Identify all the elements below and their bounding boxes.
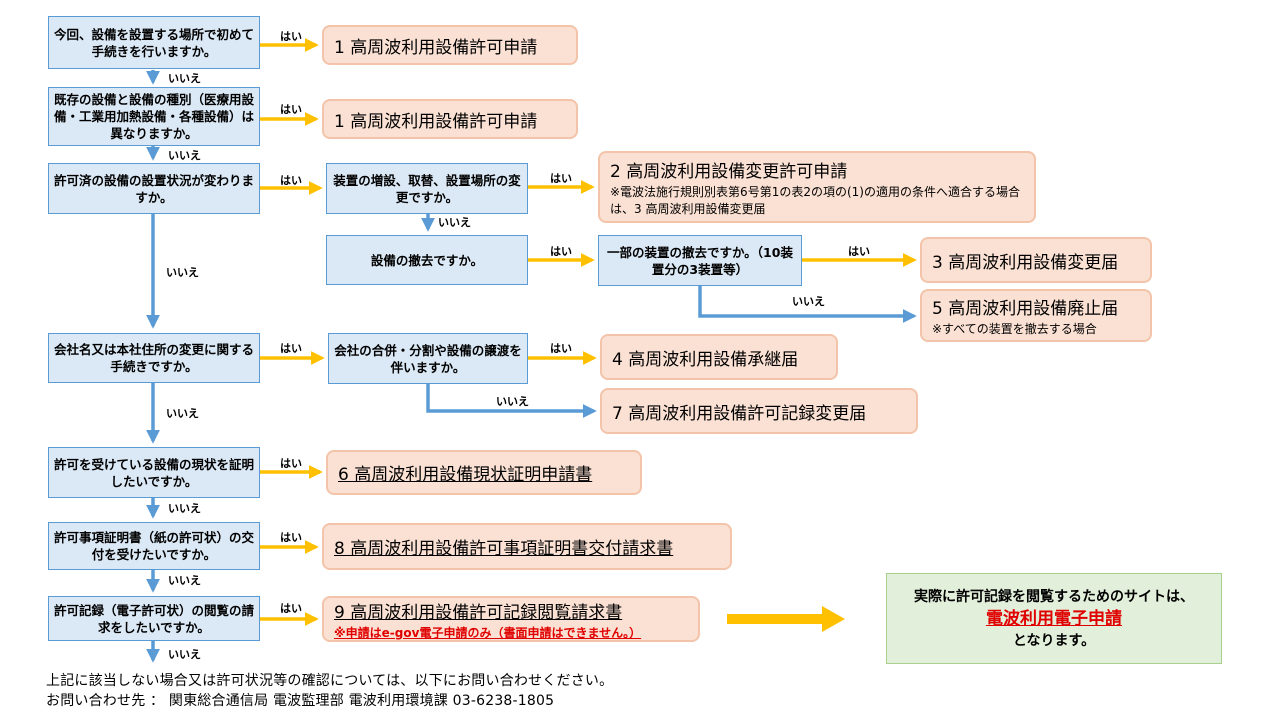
question-text: 既存の設備と設備の種別（医療用設備・工業用加熱設備・各種設備）は異なりますか。 (53, 92, 254, 141)
question-permit-certificate: 許可事項証明書（紙の許可状）の交付を受けたいですか。 (48, 522, 260, 570)
result-abolition-notification[interactable]: 5 高周波利用設備廃止届 ※すべての装置を撤去する場合 (920, 289, 1152, 342)
no-label: いいえ (792, 295, 825, 308)
result-title[interactable]: 9 高周波利用設備許可記録閲覧請求書 (334, 602, 623, 623)
result-note: ※電波法施行規則別表第6号第1の表2の項の(1)の適用の条件へ適合する場合は、3… (610, 184, 1020, 216)
yes-label: はい (550, 245, 572, 258)
question-removal: 設備の撤去ですか。 (326, 235, 528, 285)
result-certificate-issuance-request[interactable]: 8 高周波利用設備許可事項証明書交付請求書 (322, 523, 732, 570)
question-text: 今回、設備を設置する場所で初めて手続きを行いますか。 (53, 26, 254, 59)
yes-label: はい (550, 342, 572, 355)
question-equipment-type: 既存の設備と設備の種別（医療用設備・工業用加熱設備・各種設備）は異なりますか。 (48, 87, 260, 146)
no-label: いいえ (168, 72, 201, 85)
result-record-view-request[interactable]: 9 高周波利用設備許可記録閲覧請求書 ※申請はe-gov電子申請のみ（書面申請は… (322, 596, 700, 642)
no-arrow (426, 384, 597, 418)
question-text: 会社の合併・分割や設備の譲渡を伴いますか。 (334, 342, 522, 375)
question-merger-transfer: 会社の合併・分割や設備の譲渡を伴いますか。 (328, 333, 528, 384)
question-text: 装置の増設、取替、設置場所の変更ですか。 (333, 172, 521, 205)
question-text: 会社名又は本社住所の変更に関する手続きですか。 (53, 342, 254, 374)
no-label: いいえ (166, 407, 199, 420)
no-label: いいえ (168, 648, 201, 661)
result-title: 1 高周波利用設備許可申請 (334, 111, 538, 132)
final-text: 実際に許可記録を閲覧するためのサイトは、 (914, 588, 1194, 605)
yes-label: はい (280, 457, 302, 470)
no-label: いいえ (438, 216, 471, 229)
yes-label: はい (280, 602, 302, 615)
question-text: 許可を受けている設備の現状を証明したいですか。 (53, 456, 254, 489)
footer-note: 上記に該当しない場合又は許可状況等の確認については、以下にお問い合わせください。 (46, 673, 614, 689)
question-text: 設備の撤去ですか。 (370, 252, 484, 268)
result-record-change-notification[interactable]: 7 高周波利用設備許可記録変更届 (600, 388, 918, 434)
final-text: となります。 (1012, 632, 1096, 649)
question-text: 許可事項証明書（紙の許可状）の交付を受けたいですか。 (53, 530, 254, 562)
yes-label: はい (280, 30, 302, 43)
result-title[interactable]: 6 高周波利用設備現状証明申請書 (338, 465, 593, 485)
final-site-box: 実際に許可記録を閲覧するためのサイトは、 電波利用電子申請 となります。 (886, 573, 1222, 664)
result-title: 5 高周波利用設備廃止届 (932, 298, 1119, 319)
yes-label: はい (280, 103, 302, 116)
result-title: 4 高周波利用設備承継届 (612, 349, 799, 370)
question-text: 許可済の設備の設置状況が変わりますか。 (53, 172, 254, 205)
no-arrow (698, 286, 917, 323)
yes-label: はい (280, 531, 302, 544)
question-first-time: 今回、設備を設置する場所で初めて手続きを行いますか。 (48, 16, 260, 69)
question-text: 一部の装置の撤去ですか。（10装置分の3装置等） (607, 244, 793, 277)
question-add-replace-move: 装置の増設、取替、設置場所の変更ですか。 (326, 163, 528, 214)
result-note: ※すべての装置を撤去する場合 (932, 321, 1097, 336)
no-label: いいえ (166, 266, 199, 279)
question-company-change: 会社名又は本社住所の変更に関する手続きですか。 (48, 333, 260, 383)
big-right-arrow (727, 606, 845, 632)
result-title[interactable]: 8 高周波利用設備許可事項証明書交付請求書 (334, 539, 674, 559)
yes-label: はい (280, 174, 302, 187)
yes-label: はい (550, 172, 572, 185)
result-change-permit-application[interactable]: 2 高周波利用設備変更許可申請 ※電波法施行規則別表第6号第1の表2の項の(1)… (598, 151, 1036, 223)
question-installation-change: 許可済の設備の設置状況が変わりますか。 (48, 163, 260, 214)
question-text: 許可記録（電子許可状）の閲覧の請求をしたいですか。 (53, 602, 254, 635)
no-label: いいえ (168, 502, 201, 515)
result-status-certificate-application[interactable]: 6 高周波利用設備現状証明申請書 (326, 450, 642, 495)
result-change-notification[interactable]: 3 高周波利用設備変更届 (920, 237, 1152, 283)
question-record-view: 許可記録（電子許可状）の閲覧の請求をしたいですか。 (48, 596, 260, 641)
yes-label: はい (280, 342, 302, 355)
result-title: 7 高周波利用設備許可記録変更届 (612, 403, 867, 424)
no-label: いいえ (168, 574, 201, 587)
result-title: 2 高周波利用設備変更許可申請 (610, 161, 848, 182)
question-status-certificate: 許可を受けている設備の現状を証明したいですか。 (48, 447, 260, 498)
result-succession-notification[interactable]: 4 高周波利用設備承継届 (600, 334, 838, 380)
footer-contact: お問い合わせ先 ： 関東総合通信局 電波監理部 電波利用環境課 03-6238-… (46, 693, 555, 709)
result-permit-application-2[interactable]: 1 高周波利用設備許可申請 (322, 99, 578, 139)
result-warning: ※申請はe-gov電子申請のみ（書面申請はできません。） (334, 625, 642, 640)
electronic-application-link[interactable]: 電波利用電子申請 (986, 608, 1122, 629)
question-partial-removal: 一部の装置の撤去ですか。（10装置分の3装置等） (598, 235, 802, 286)
result-permit-application-1[interactable]: 1 高周波利用設備許可申請 (322, 25, 578, 65)
yes-label: はい (848, 245, 870, 258)
result-title: 1 高周波利用設備許可申請 (334, 37, 538, 58)
result-title: 3 高周波利用設備変更届 (932, 252, 1119, 273)
no-label: いいえ (496, 395, 529, 408)
no-label: いいえ (168, 149, 201, 162)
